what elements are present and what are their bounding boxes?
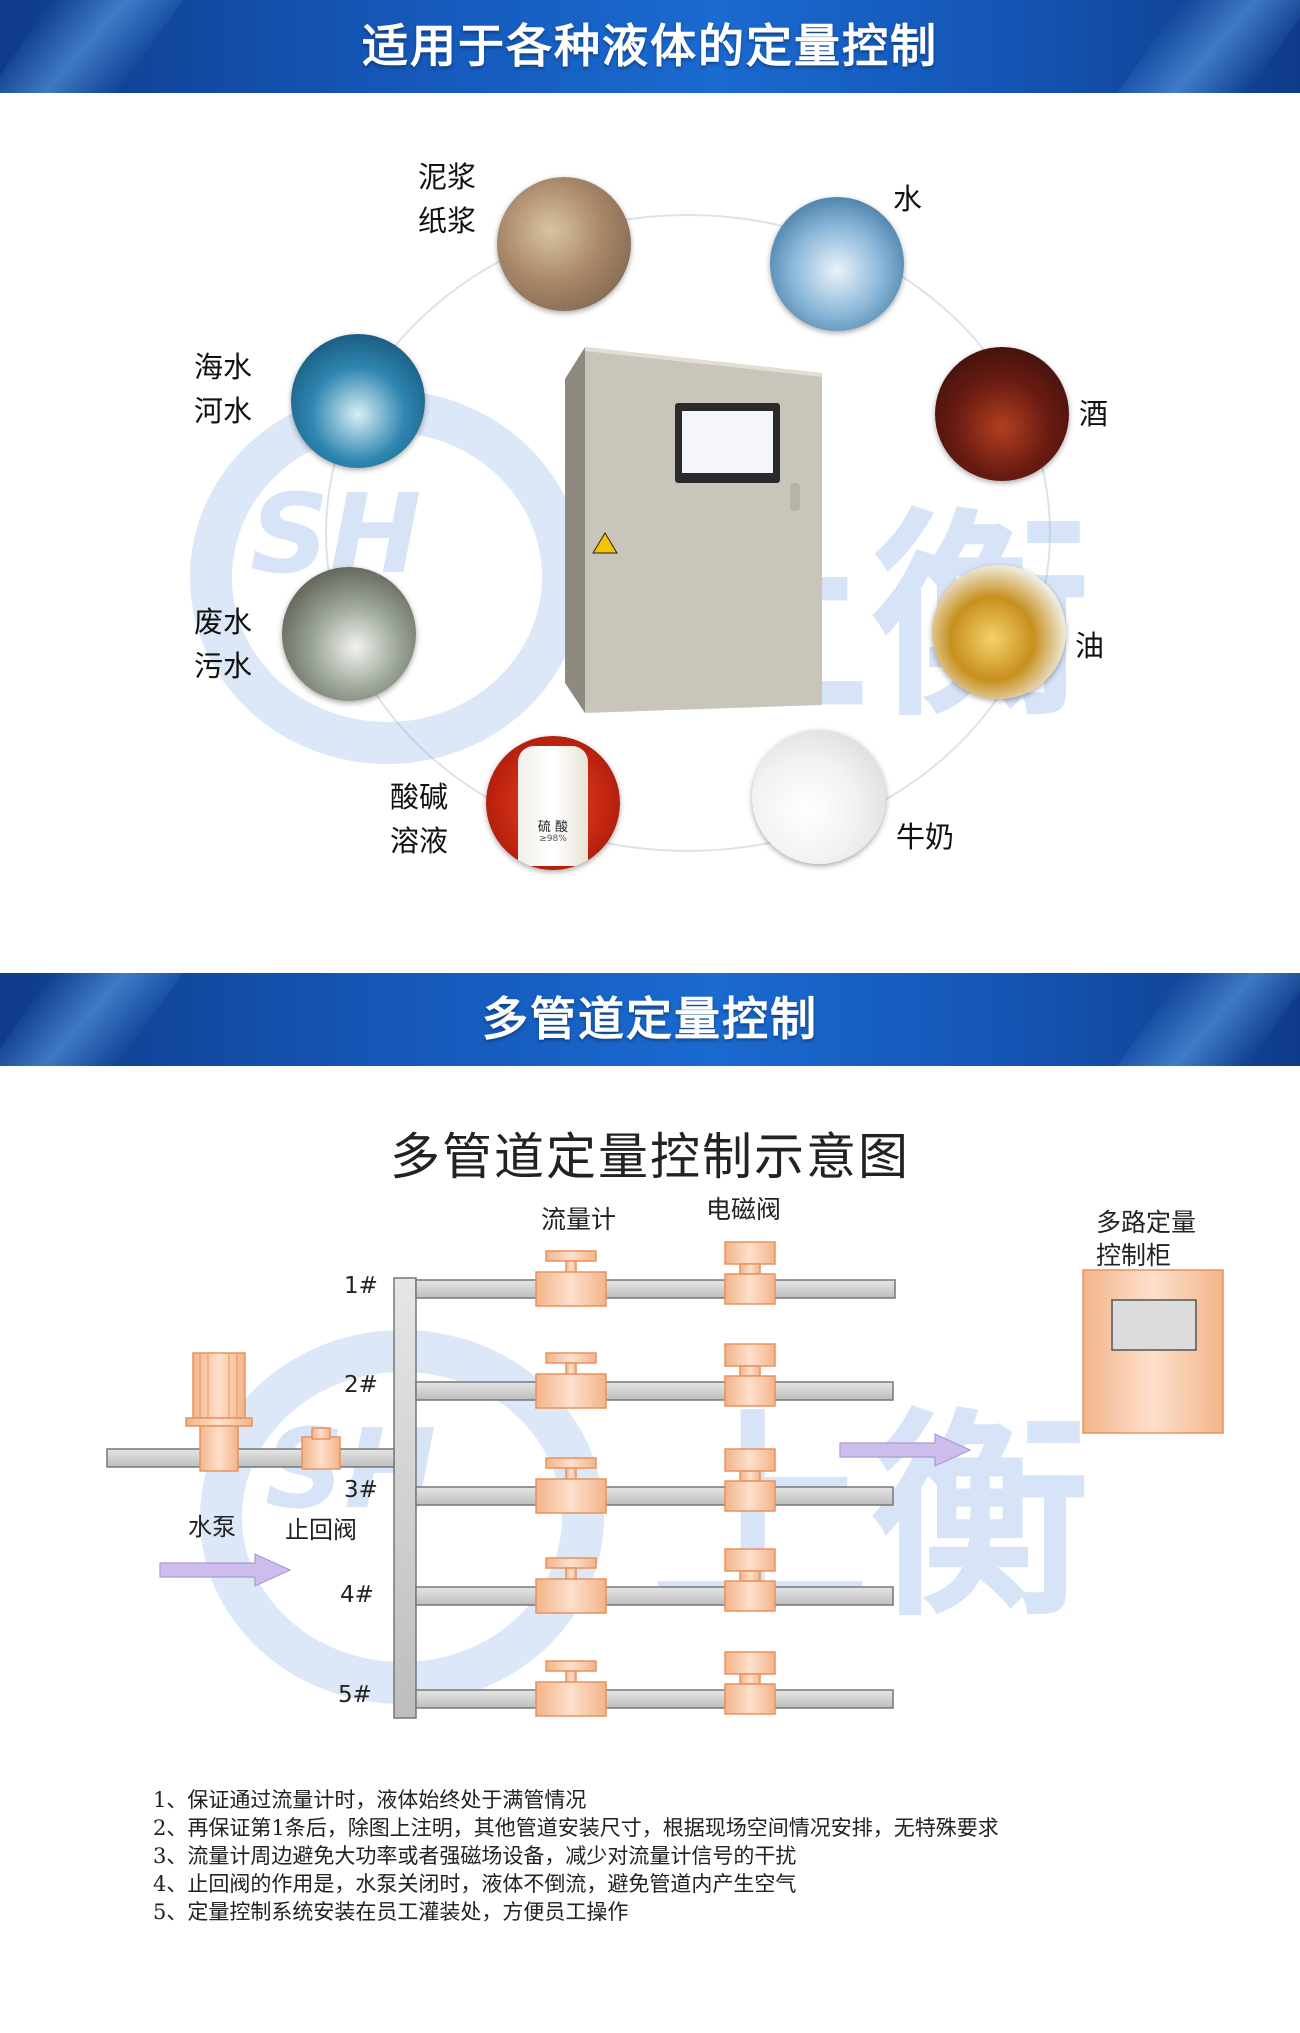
branch-pipe-3: [415, 1486, 894, 1506]
multi-control-cabinet: [1082, 1269, 1224, 1434]
note-1: 1、保证通过流量计时，液体始终处于满管情况: [153, 1788, 587, 1812]
flowmeter-4: [535, 1557, 607, 1614]
check-valve: [301, 1427, 341, 1470]
wastewater-image: [282, 567, 416, 701]
acid-bottle: 硫 酸 ≥98%: [518, 746, 588, 866]
seawater-image: [291, 334, 425, 468]
orbit-ring: [325, 214, 1051, 852]
mud-image: [497, 177, 631, 311]
water-image: [770, 197, 904, 331]
section2-title: 多管道定量控制: [482, 992, 818, 1046]
acid-bottle-label: 硫 酸: [537, 820, 569, 835]
pump-label: 水泵: [188, 1513, 236, 1541]
flowmeter-label: 流量计: [541, 1205, 617, 1234]
section1-title: 适用于各种液体的定量控制: [362, 19, 938, 73]
water-pump: [185, 1352, 253, 1472]
solenoid-valve-3: [724, 1448, 776, 1512]
section2-banner: 多管道定量控制: [0, 973, 1300, 1066]
note-2: 2、再保证第1条后，除图上注明，其他管道安装尺寸，根据现场空间情况安排，无特殊要…: [153, 1816, 999, 1840]
wine-image: [935, 347, 1069, 481]
flowmeter-2: [535, 1352, 607, 1409]
water-label: 水: [893, 182, 923, 216]
header-pipe: [393, 1277, 417, 1719]
solenoid-valve-1: [724, 1241, 776, 1305]
cabinet-label-2: 控制柜: [1096, 1241, 1172, 1270]
check-valve-label: 止回阀: [285, 1516, 357, 1544]
flowmeter-1: [535, 1250, 607, 1307]
acid-label: 酸碱溶液: [390, 780, 449, 858]
wine-label: 酒: [1079, 397, 1109, 431]
pipe-label-5: 5#: [338, 1682, 372, 1708]
flowmeter-5: [535, 1660, 607, 1717]
pipeline-diagram: [106, 1241, 1224, 1719]
control-cabinet: [565, 347, 822, 713]
note-3: 3、流量计周边避免大功率或者强磁场设备，减少对流量计信号的干扰: [153, 1844, 797, 1868]
seawater-label: 海水河水: [194, 350, 253, 428]
note-4: 4、止回阀的作用是，水泵关闭时，液体不倒流，避免管道内产生空气: [153, 1872, 797, 1896]
wastewater-label: 废水污水: [194, 605, 253, 683]
oil-image: [932, 565, 1066, 699]
pipe-label-4: 4#: [340, 1582, 374, 1608]
pipe-label-3: 3#: [344, 1477, 378, 1503]
flowmeter-3: [535, 1457, 607, 1514]
flow-arrow-inlet: [159, 1553, 292, 1587]
flow-arrow-signal: [839, 1433, 972, 1467]
note-5: 5、定量控制系统安装在员工灌装处，方便员工操作: [153, 1900, 629, 1924]
solenoid-valve-5: [724, 1651, 776, 1715]
branch-pipe-5: [415, 1689, 894, 1709]
mud-label: 泥浆纸浆: [418, 160, 477, 238]
section1-banner: 适用于各种液体的定量控制: [0, 0, 1300, 93]
milk-label: 牛奶: [896, 820, 955, 854]
cabinet-label-1: 多路定量: [1096, 1208, 1197, 1237]
solenoid-label: 电磁阀: [706, 1195, 782, 1224]
branch-pipe-1: [415, 1279, 896, 1299]
diagram-title: 多管道定量控制示意图: [390, 1128, 910, 1186]
acid-image: 硫 酸 ≥98%: [486, 736, 620, 870]
inlet-pipe: [106, 1448, 395, 1468]
pipe-label-2: 2#: [344, 1372, 378, 1398]
oil-label: 油: [1075, 629, 1105, 663]
branch-pipe-2: [415, 1381, 894, 1401]
milk-image: [752, 730, 886, 864]
branch-pipe-4: [415, 1586, 894, 1606]
acid-bottle-spec: ≥98%: [539, 834, 567, 844]
solenoid-valve-2: [724, 1343, 776, 1407]
solenoid-valve-4: [724, 1548, 776, 1612]
pipe-label-1: 1#: [344, 1273, 378, 1299]
